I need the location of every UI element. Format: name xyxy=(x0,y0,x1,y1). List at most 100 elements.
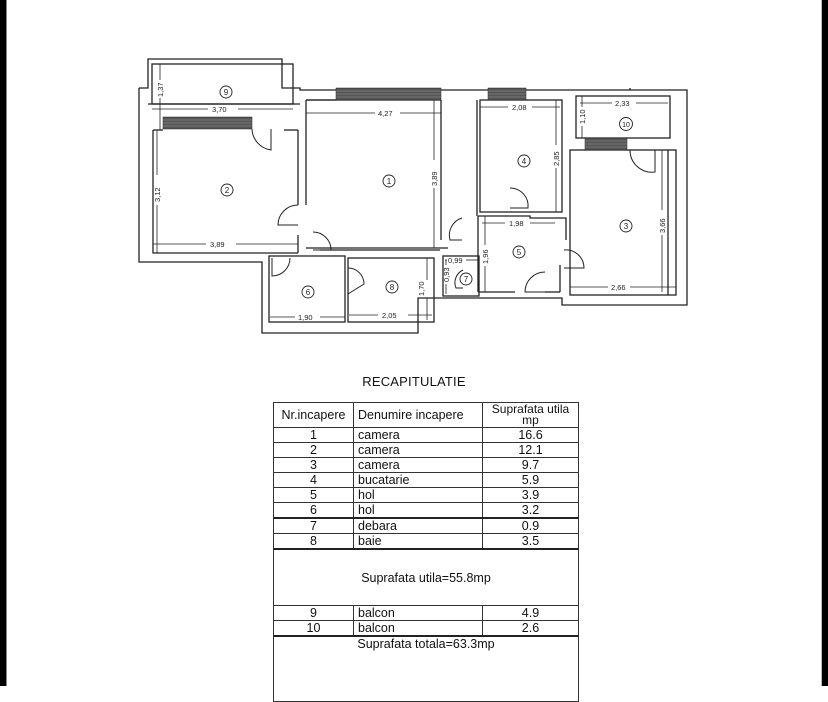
room-number: 9 xyxy=(273,605,354,621)
room-9-outline xyxy=(151,63,294,105)
room-2-outline xyxy=(152,130,298,254)
header-usable-area: Suprafata utila mp xyxy=(482,402,579,428)
dim-6-width: 1,90 xyxy=(298,313,313,322)
dim-7-width: 0,99 xyxy=(448,256,463,265)
door-balcony-10 xyxy=(629,149,656,173)
dimension-lines xyxy=(152,64,676,320)
room-label-9: 9 xyxy=(224,88,229,97)
subtotal-row: Suprafata utila=55.8mp xyxy=(273,548,579,606)
room-area: 12.1 xyxy=(482,442,579,458)
room-area: 9.7 xyxy=(482,457,579,473)
door-hall-5 xyxy=(448,217,463,241)
door-room-6 xyxy=(271,257,291,277)
room-area: 5.9 xyxy=(482,472,579,488)
dim-8-depth: 1,70 xyxy=(417,281,426,296)
dim-2-width: 3,89 xyxy=(210,240,225,249)
dim-1-width: 4,27 xyxy=(378,109,393,118)
dim-7-depth: 0,93 xyxy=(442,267,451,282)
usable-area-total: Suprafata utila=55.8mp xyxy=(273,548,579,606)
dim-5-depth: 1,96 xyxy=(481,249,490,264)
header-room-number: Nr.incapere xyxy=(273,402,354,428)
room-name: debara xyxy=(353,517,483,534)
room-8-outline xyxy=(347,257,435,323)
room-area: 2.6 xyxy=(482,620,579,637)
room-name: baie xyxy=(353,533,483,550)
room-label-7: 7 xyxy=(464,275,469,284)
dim-10-depth: 1,10 xyxy=(578,109,587,124)
dim-3-width: 2,66 xyxy=(611,283,626,292)
dim-1-depth: 3,89 xyxy=(430,171,439,186)
room-number: 8 xyxy=(273,533,354,550)
total-area: Suprafata totala=63.3mp xyxy=(273,635,579,702)
left-frame-edge xyxy=(0,0,7,686)
floor-plan: 3,70 1,37 4,27 3,89 3,12 3,89 2,08 2,85 … xyxy=(138,58,688,334)
dim-4-width: 2,08 xyxy=(512,103,527,112)
room-number-markers xyxy=(219,85,633,299)
room-label-10: 10 xyxy=(622,122,630,129)
room-label-8: 8 xyxy=(390,283,395,292)
room-label-3: 3 xyxy=(624,222,629,231)
room-label-6: 6 xyxy=(306,288,311,297)
room-number: 4 xyxy=(273,472,354,488)
room-label-5: 5 xyxy=(517,248,522,257)
total-row: Suprafata totala=63.3mp xyxy=(273,635,579,702)
room-label-1: 1 xyxy=(387,177,392,186)
door-room-3 xyxy=(563,249,585,269)
room-area: 4.9 xyxy=(482,605,579,621)
door-room-4 xyxy=(509,187,529,209)
dim-8-width: 2,05 xyxy=(382,311,397,320)
room-number: 10 xyxy=(273,620,354,637)
windows xyxy=(162,87,628,151)
room-number: 5 xyxy=(273,487,354,503)
room-number: 3 xyxy=(273,457,354,473)
room-label-2: 2 xyxy=(225,186,230,195)
room-label-4: 4 xyxy=(522,157,527,166)
dim-3-depth: 3,66 xyxy=(658,218,667,233)
room-area: 3.2 xyxy=(482,502,579,519)
recap-table: Nr.incapere Denumire incapere Suprafata … xyxy=(273,402,579,702)
room-area: 0.9 xyxy=(482,517,579,534)
room-area: 3.5 xyxy=(482,533,579,550)
doors xyxy=(251,128,656,295)
room-name: hol xyxy=(353,487,483,503)
room-name: camera xyxy=(353,457,483,473)
room-area: 3.9 xyxy=(482,487,579,503)
dim-5-width: 1,98 xyxy=(509,219,524,228)
room-number: 1 xyxy=(273,427,354,443)
door-room-2 xyxy=(277,204,299,226)
door-entrance xyxy=(524,271,546,293)
door-balcony-9 xyxy=(251,128,272,151)
room-name: balcon xyxy=(353,605,483,621)
header-room-name: Denumire incapere xyxy=(353,402,483,428)
room-5-outline xyxy=(478,215,567,240)
room-number: 2 xyxy=(273,442,354,458)
header-usable-area-unit: mp xyxy=(522,413,539,427)
room-area: 16.6 xyxy=(482,427,579,443)
header-usable-area-label: Suprafata utila xyxy=(491,402,570,416)
door-room-7 xyxy=(454,269,464,289)
room-name: camera xyxy=(353,427,483,443)
room-6-outline xyxy=(268,255,346,323)
table-header-row: Nr.incapere Denumire incapere Suprafata … xyxy=(273,402,579,428)
door-room-1 xyxy=(312,231,332,251)
room-name: bucatarie xyxy=(353,472,483,488)
room-name: camera xyxy=(353,442,483,458)
dim-10-width: 2,33 xyxy=(615,99,630,108)
door-room-8 xyxy=(347,267,365,295)
room-number: 7 xyxy=(273,517,354,534)
room-name: balcon xyxy=(353,620,483,637)
dim-2-depth: 3,12 xyxy=(153,187,162,202)
room-name: hol xyxy=(353,502,483,519)
right-frame-edge xyxy=(821,0,828,686)
dim-9-width: 3,70 xyxy=(212,105,227,114)
